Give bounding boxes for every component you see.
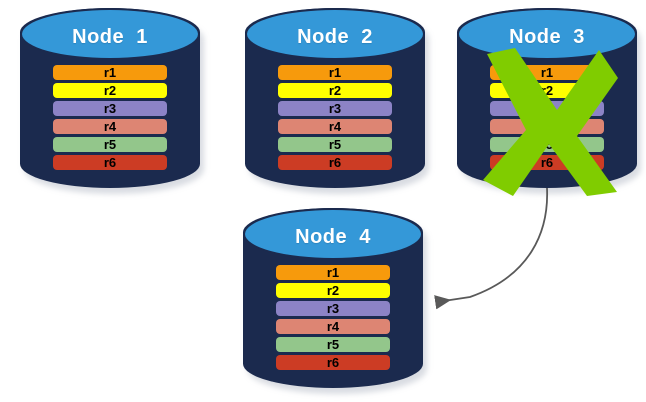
data-row[interactable]: r1 <box>278 65 392 80</box>
node-4[interactable]: Node 4 r1 r2 r3 r4 r5 r6 <box>243 208 427 394</box>
data-row[interactable]: r4 <box>278 119 392 134</box>
data-row[interactable]: r3 <box>53 101 167 116</box>
data-row[interactable]: r4 <box>53 119 167 134</box>
node-3[interactable]: Node 3 r1 r2 r3 r4 r5 r6 <box>457 8 641 196</box>
data-row[interactable]: r2 <box>278 83 392 98</box>
data-row[interactable]: r5 <box>490 137 604 152</box>
data-row-list: r1 r2 r3 r4 r5 r6 <box>20 65 200 170</box>
data-row[interactable]: r2 <box>53 83 167 98</box>
cylinder-top <box>457 8 637 61</box>
data-row-list: r1 r2 r3 r4 r5 r6 <box>243 265 423 370</box>
cylinder-top <box>243 208 423 261</box>
data-row[interactable]: r2 <box>490 83 604 98</box>
data-row[interactable]: r4 <box>490 119 604 134</box>
data-row[interactable]: r6 <box>276 355 390 370</box>
data-row[interactable]: r6 <box>490 155 604 170</box>
data-row[interactable]: r4 <box>276 319 390 334</box>
node-2[interactable]: Node 2 r1 r2 r3 r4 r5 r6 <box>245 8 429 194</box>
data-row[interactable]: r5 <box>278 137 392 152</box>
cylinder-top <box>20 8 200 61</box>
data-row-list: r1 r2 r3 r4 r5 r6 <box>457 65 637 170</box>
data-row[interactable]: r6 <box>53 155 167 170</box>
data-row[interactable]: r5 <box>276 337 390 352</box>
data-row[interactable]: r6 <box>278 155 392 170</box>
data-row[interactable]: r3 <box>276 301 390 316</box>
data-row[interactable]: r5 <box>53 137 167 152</box>
data-row[interactable]: r1 <box>276 265 390 280</box>
data-row[interactable]: r1 <box>490 65 604 80</box>
node-1[interactable]: Node 1 r1 r2 r3 r4 r5 r6 <box>20 8 204 194</box>
data-row[interactable]: r1 <box>53 65 167 80</box>
data-row[interactable]: r2 <box>276 283 390 298</box>
data-row[interactable]: r3 <box>490 101 604 116</box>
data-row-list: r1 r2 r3 r4 r5 r6 <box>245 65 425 170</box>
cylinder-top <box>245 8 425 61</box>
data-row[interactable]: r3 <box>278 101 392 116</box>
